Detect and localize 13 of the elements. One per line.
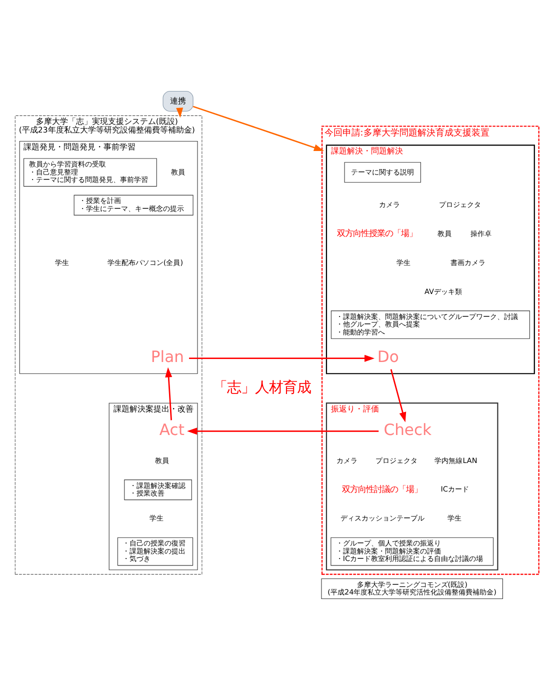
node-text: Check <box>384 420 432 439</box>
arrow <box>192 105 324 151</box>
node-text: Plan <box>150 348 184 366</box>
node-text: Do <box>377 348 399 366</box>
arrow <box>187 427 379 434</box>
node-text: Act <box>159 420 184 439</box>
arrow <box>165 366 172 420</box>
arrow <box>189 354 375 362</box>
node-text: 「志」人材育成 <box>212 379 311 396</box>
node-text: 双方向性授業の「場」 <box>337 228 418 238</box>
arrow <box>176 107 184 118</box>
node-text: 双方向性討議の「場」 <box>342 483 422 494</box>
arrow <box>390 368 406 422</box>
